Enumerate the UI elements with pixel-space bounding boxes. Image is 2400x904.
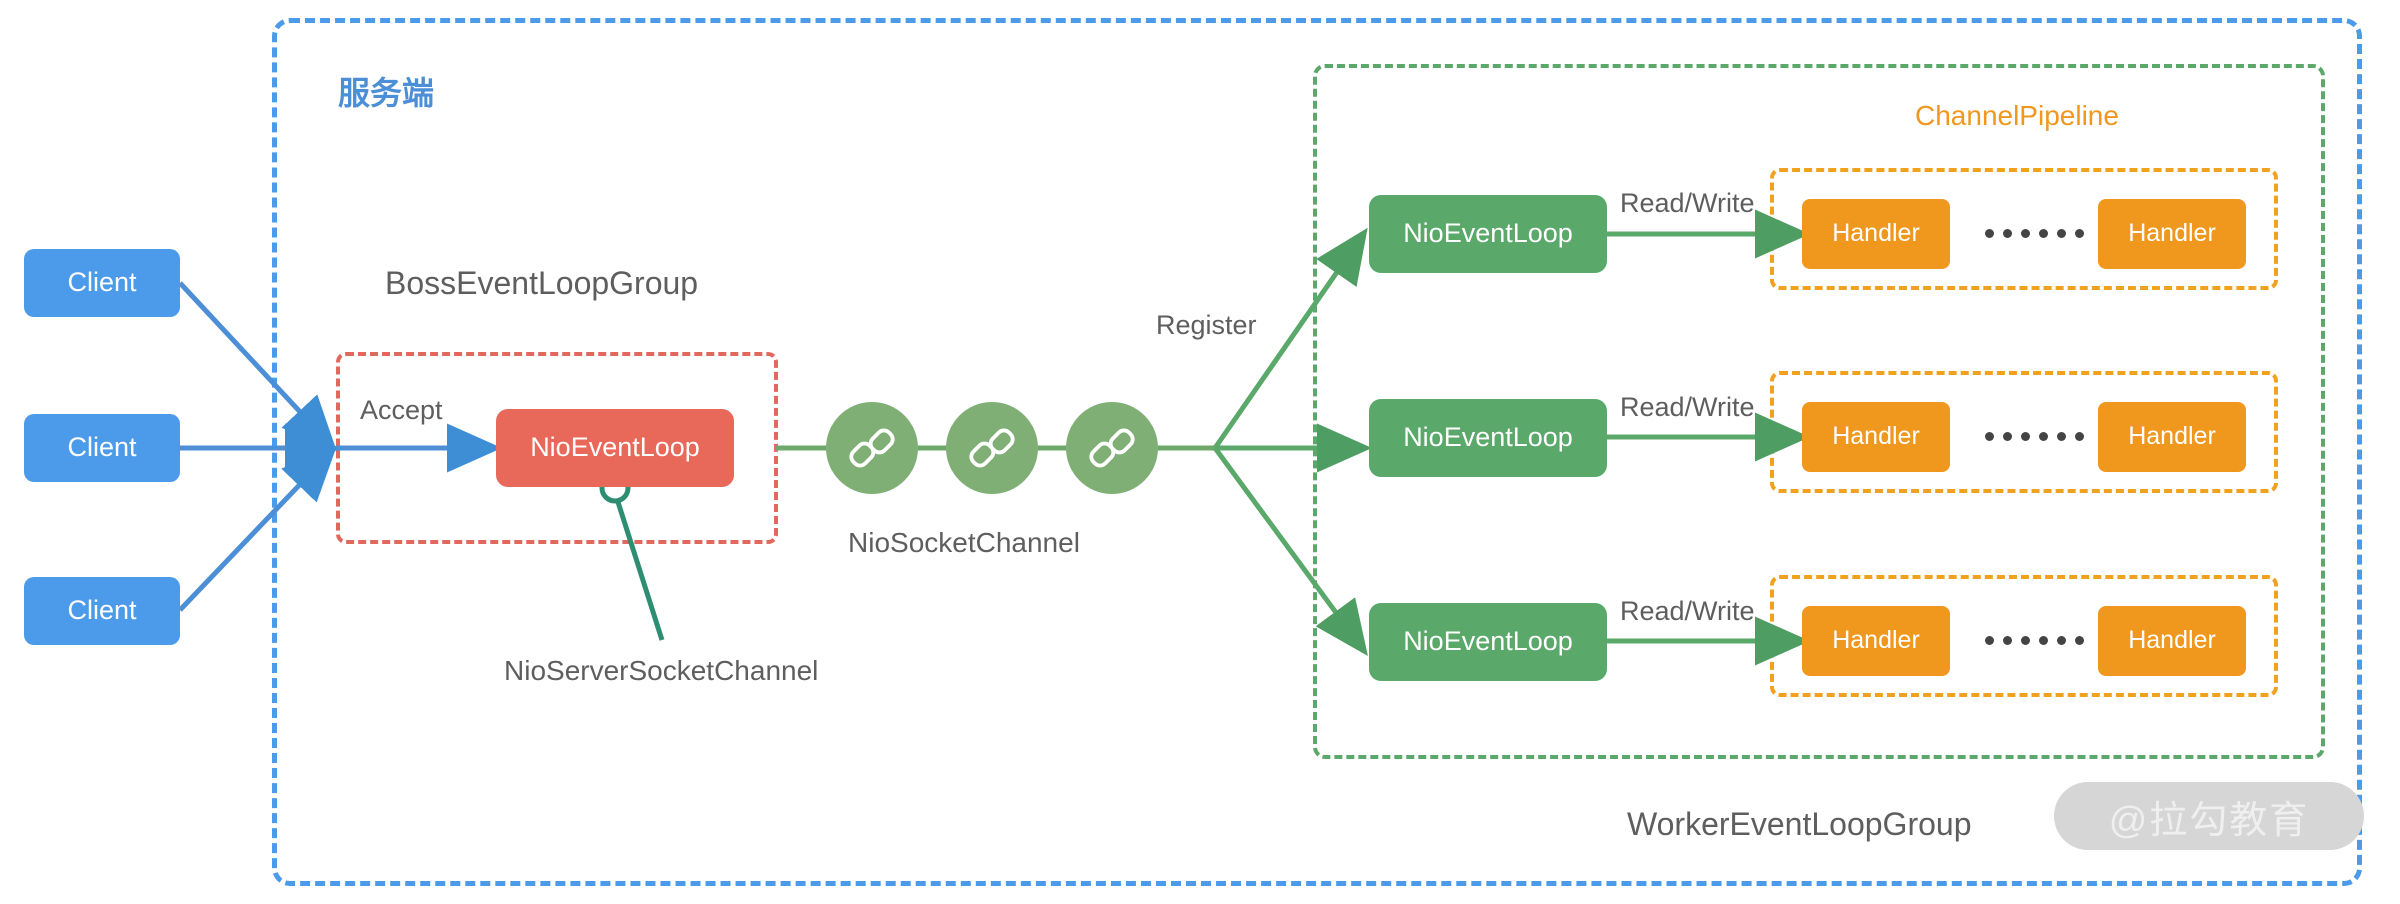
- handler-3-2[interactable]: Handler: [2098, 606, 2246, 676]
- handler-2-2[interactable]: Handler: [2098, 402, 2246, 472]
- readwrite-label-2: Read/Write: [1620, 392, 1755, 422]
- worker-group-label: WorkerEventLoopGroup: [1627, 806, 1972, 842]
- register-label: Register: [1156, 310, 1257, 340]
- nio-socket-channel-1[interactable]: [826, 402, 918, 494]
- handler-ellipsis-3: [1985, 636, 2084, 645]
- channel-pipeline-label: ChannelPipeline: [1915, 100, 2119, 131]
- accept-label: Accept: [360, 395, 443, 425]
- chain-link-icon: [849, 428, 895, 468]
- nio-socket-channel-2[interactable]: [946, 402, 1038, 494]
- handler-1-1[interactable]: Handler: [1802, 199, 1950, 269]
- chain-link-icon: [969, 428, 1015, 468]
- handler-ellipsis-1: [1985, 229, 2084, 238]
- boss-nio-event-loop[interactable]: NioEventLoop: [496, 409, 734, 487]
- handler-1-2[interactable]: Handler: [2098, 199, 2246, 269]
- boss-group-label: BossEventLoopGroup: [385, 265, 699, 301]
- readwrite-label-1: Read/Write: [1620, 188, 1755, 218]
- client-node-2[interactable]: Client: [24, 414, 180, 482]
- client-node-3[interactable]: Client: [24, 577, 180, 645]
- handler-3-1[interactable]: Handler: [1802, 606, 1950, 676]
- nio-socket-channel-caption: NioSocketChannel: [848, 527, 1080, 558]
- nio-socket-channel-3[interactable]: [1066, 402, 1158, 494]
- readwrite-label-3: Read/Write: [1620, 596, 1755, 626]
- worker-nio-event-loop-3[interactable]: NioEventLoop: [1369, 603, 1607, 681]
- nio-server-socket-channel-caption: NioServerSocketChannel: [504, 655, 819, 686]
- client-node-1[interactable]: Client: [24, 249, 180, 317]
- handler-ellipsis-2: [1985, 432, 2084, 441]
- watermark: @拉勾教育: [2054, 782, 2364, 850]
- chain-link-icon: [1089, 428, 1135, 468]
- worker-nio-event-loop-2[interactable]: NioEventLoop: [1369, 399, 1607, 477]
- server-title: 服务端: [338, 75, 435, 111]
- handler-2-1[interactable]: Handler: [1802, 402, 1950, 472]
- worker-nio-event-loop-1[interactable]: NioEventLoop: [1369, 195, 1607, 273]
